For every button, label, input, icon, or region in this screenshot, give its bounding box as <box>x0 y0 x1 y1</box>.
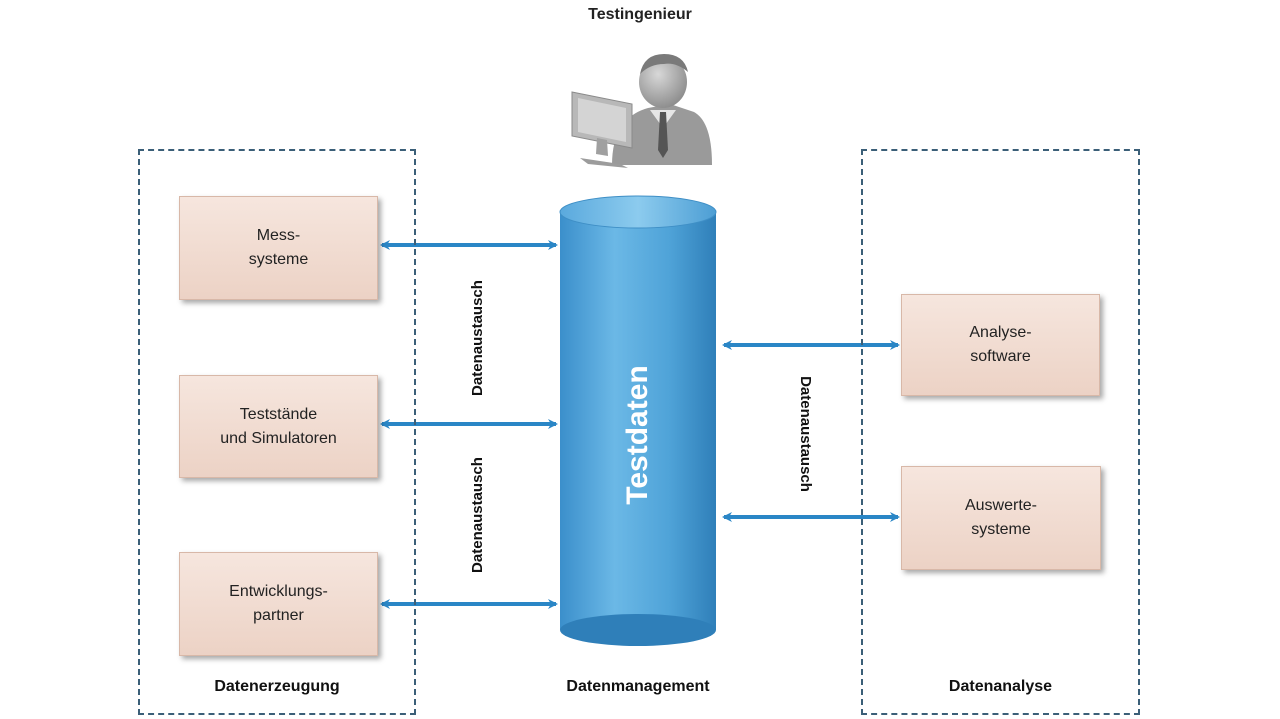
exchange-label-left-lower: Datenaustausch <box>469 457 486 573</box>
cylinder-label: Testdaten <box>621 365 654 505</box>
label-datenmanagement: Datenmanagement <box>566 678 710 695</box>
group-datenanalyse <box>861 149 1140 715</box>
exchange-label-right: Datenaustausch <box>797 376 814 492</box>
box-messsysteme: Mess- systeme <box>179 196 378 300</box>
label-datenerzeugung: Datenerzeugung <box>214 678 340 695</box>
engineer-title: Testingenieur <box>588 6 692 23</box>
group-datenerzeugung <box>138 149 416 715</box>
box-analysesoftware: Analyse- software <box>901 294 1100 396</box>
box-auswertesysteme: Auswerte- systeme <box>901 466 1101 570</box>
exchange-label-left-upper: Datenaustausch <box>469 280 486 396</box>
label-datenanalyse: Datenanalyse <box>948 678 1053 695</box>
testdaten-cylinder <box>559 195 717 646</box>
box-testaende-simulatoren: Teststände und Simulatoren <box>179 375 378 478</box>
box-entwicklungspartner: Entwicklungs- partner <box>179 552 378 656</box>
engineer-at-computer-icon <box>571 54 712 168</box>
